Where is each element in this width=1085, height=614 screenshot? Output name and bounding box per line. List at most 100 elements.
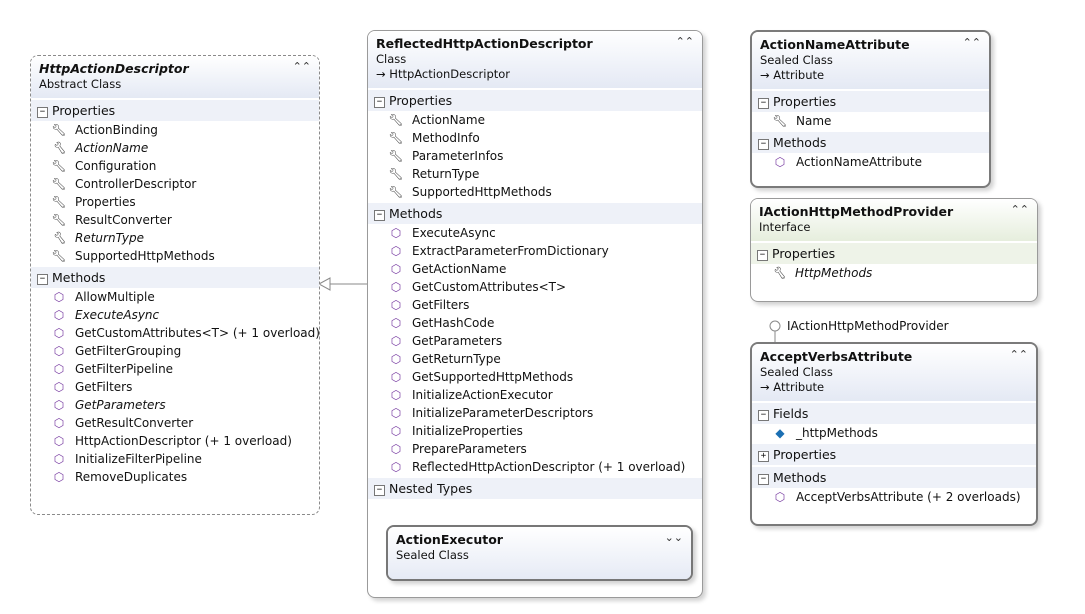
member-method[interactable]: ⬡GetActionName (368, 260, 702, 278)
class-kind: Sealed Class (760, 365, 833, 379)
member-property[interactable]: 🔧︎SupportedHttpMethods (388, 185, 552, 199)
collapse-chevron-icon[interactable]: ⌃⌃ (675, 35, 694, 48)
interface-iaction-http-method-provider[interactable]: IActionHttpMethodProvider Interface ⌃⌃ −… (750, 198, 1038, 302)
member-method[interactable]: ⬡InitializeActionExecutor (368, 386, 702, 404)
member-field[interactable]: ◆_httpMethods (752, 424, 1036, 442)
member-property[interactable]: 🔧︎ActionBinding (51, 123, 158, 137)
member-method[interactable]: ⬡GetParameters (31, 396, 319, 414)
class-accept-verbs-attribute[interactable]: AcceptVerbsAttribute Sealed Class → Attr… (750, 342, 1038, 526)
member-method[interactable]: ⬡ExecuteAsync (368, 224, 702, 242)
member-property[interactable]: 🔧︎Name (772, 114, 832, 128)
section-methods[interactable]: −Methods (368, 203, 702, 224)
member-method[interactable]: ⬡GetSupportedHttpMethods (368, 368, 702, 386)
member-property[interactable]: 🔧︎HttpMethods (771, 266, 873, 280)
member-method[interactable]: ⬡GetFilterGrouping (31, 342, 319, 360)
member-method[interactable]: ⬡RemoveDuplicates (31, 468, 319, 486)
section-methods[interactable]: −Methods (31, 267, 319, 288)
member-method[interactable]: ⬡GetHashCode (368, 314, 702, 332)
member-property[interactable]: 🔧︎Properties (51, 195, 136, 209)
member-property[interactable]: 🔧︎SupportedHttpMethods (51, 249, 215, 263)
member-method[interactable]: ⬡GetResultConverter (31, 414, 319, 432)
collapse-minus-icon[interactable]: − (758, 474, 769, 485)
member-method[interactable]: ⬡ExtractParameterFromDictionary (368, 242, 702, 260)
member-method[interactable]: ⬡GetParameters (368, 332, 702, 350)
section-methods[interactable]: −Methods (752, 467, 1036, 488)
section-methods[interactable]: −Methods (752, 132, 989, 153)
section-label: Properties (773, 94, 837, 109)
collapse-minus-icon[interactable]: − (37, 274, 48, 285)
class-reflected-http-action-descriptor[interactable]: ReflectedHttpActionDescriptor Class → Ht… (367, 30, 703, 598)
member-method[interactable]: ⬡InitializeFilterPipeline (31, 450, 319, 468)
class-base: → Attribute (760, 380, 825, 394)
method-cube-icon: ⬡ (390, 442, 402, 456)
member-property[interactable]: 🔧︎ControllerDescriptor (51, 177, 197, 191)
member-method[interactable]: ⬡InitializeProperties (368, 422, 702, 440)
member-method[interactable]: ⬡InitializeParameterDescriptors (368, 404, 702, 422)
class-name: ActionExecutor (396, 532, 503, 547)
collapse-chevron-icon[interactable]: ⌃⌃ (292, 60, 311, 73)
member-property[interactable]: 🔧︎ResultConverter (51, 213, 172, 227)
method-cube-icon: ⬡ (53, 470, 65, 484)
member-property[interactable]: 🔧︎ReturnType (388, 167, 480, 181)
member-method[interactable]: ⬡GetReturnType (368, 350, 702, 368)
section-label: Properties (389, 93, 453, 108)
member-property[interactable]: 🔧︎ActionName (388, 113, 485, 127)
collapse-minus-icon[interactable]: − (758, 410, 769, 421)
wrench-icon: 🔧︎ (388, 149, 404, 163)
method-cube-icon: ⬡ (53, 308, 65, 322)
method-cube-icon: ⬡ (390, 244, 402, 258)
nested-class-action-executor[interactable]: ActionExecutor Sealed Class ⌄⌄ (386, 525, 693, 581)
member-property[interactable]: 🔧︎ReturnType (51, 231, 144, 245)
member-method[interactable]: ⬡ExecuteAsync (31, 306, 319, 324)
collapse-minus-icon[interactable]: − (374, 210, 385, 221)
wrench-icon: 🔧︎ (51, 123, 67, 137)
member-method[interactable]: ⬡HttpActionDescriptor (+ 1 overload) (31, 432, 319, 450)
class-kind: Interface (759, 220, 811, 234)
section-properties[interactable]: −Properties (368, 90, 702, 111)
collapse-minus-icon[interactable]: − (758, 139, 769, 150)
member-property[interactable]: 🔧︎Configuration (51, 159, 157, 173)
interface-lollipop-circle (769, 320, 781, 332)
member-method[interactable]: ⬡AllowMultiple (31, 288, 319, 306)
expand-plus-icon[interactable]: + (758, 451, 769, 462)
inherit-arrow-icon: → (376, 67, 386, 81)
member-method[interactable]: ⬡GetFilterPipeline (31, 360, 319, 378)
collapse-chevron-icon[interactable]: ⌃⌃ (1009, 348, 1028, 361)
section-properties[interactable]: −Properties (752, 91, 989, 112)
collapse-minus-icon[interactable]: − (757, 250, 768, 261)
class-kind: Sealed Class (760, 53, 833, 67)
section-nested-types[interactable]: −Nested Types (368, 478, 702, 499)
collapse-chevron-icon[interactable]: ⌃⌃ (1010, 203, 1029, 216)
method-cube-icon: ⬡ (53, 380, 65, 394)
member-property[interactable]: 🔧︎ActionName (51, 141, 149, 155)
section-properties[interactable]: +Properties (752, 444, 1036, 465)
member-method[interactable]: ⬡GetCustomAttributes<T> (368, 278, 702, 296)
collapse-minus-icon[interactable]: − (37, 107, 48, 118)
method-cube-icon: ⬡ (53, 290, 65, 304)
member-method[interactable]: ⬡GetFilters (31, 378, 319, 396)
member-property[interactable]: 🔧︎ParameterInfos (388, 149, 504, 163)
collapse-minus-icon[interactable]: − (374, 97, 385, 108)
class-http-action-descriptor[interactable]: HttpActionDescriptor Abstract Class ⌃⌃ −… (30, 55, 320, 515)
member-method[interactable]: ⬡GetCustomAttributes<T> (+ 1 overload) (31, 324, 319, 342)
section-label: Properties (52, 103, 116, 118)
expand-chevron-icon[interactable]: ⌄⌄ (664, 531, 683, 544)
wrench-icon: 🔧︎ (51, 159, 67, 173)
collapse-chevron-icon[interactable]: ⌃⌃ (962, 36, 981, 49)
member-method[interactable]: ⬡GetFilters (368, 296, 702, 314)
section-properties[interactable]: −Properties (751, 243, 1037, 264)
collapse-minus-icon[interactable]: − (374, 485, 385, 496)
method-cube-icon: ⬡ (53, 416, 65, 430)
class-action-name-attribute[interactable]: ActionNameAttribute Sealed Class → Attri… (750, 30, 991, 188)
member-property[interactable]: 🔧︎MethodInfo (388, 131, 480, 145)
member-method[interactable]: ⬡AcceptVerbsAttribute (+ 2 overloads) (752, 488, 1036, 506)
class-kind: Abstract Class (39, 77, 122, 91)
section-fields[interactable]: −Fields (752, 403, 1036, 424)
member-method[interactable]: ⬡PrepareParameters (368, 440, 702, 458)
section-properties[interactable]: −Properties (31, 100, 319, 121)
collapse-minus-icon[interactable]: − (758, 98, 769, 109)
member-method[interactable]: ⬡ReflectedHttpActionDescriptor (+ 1 over… (368, 458, 702, 476)
member-method[interactable]: ⬡ActionNameAttribute (752, 153, 989, 171)
wrench-icon: 🔧︎ (51, 231, 67, 245)
